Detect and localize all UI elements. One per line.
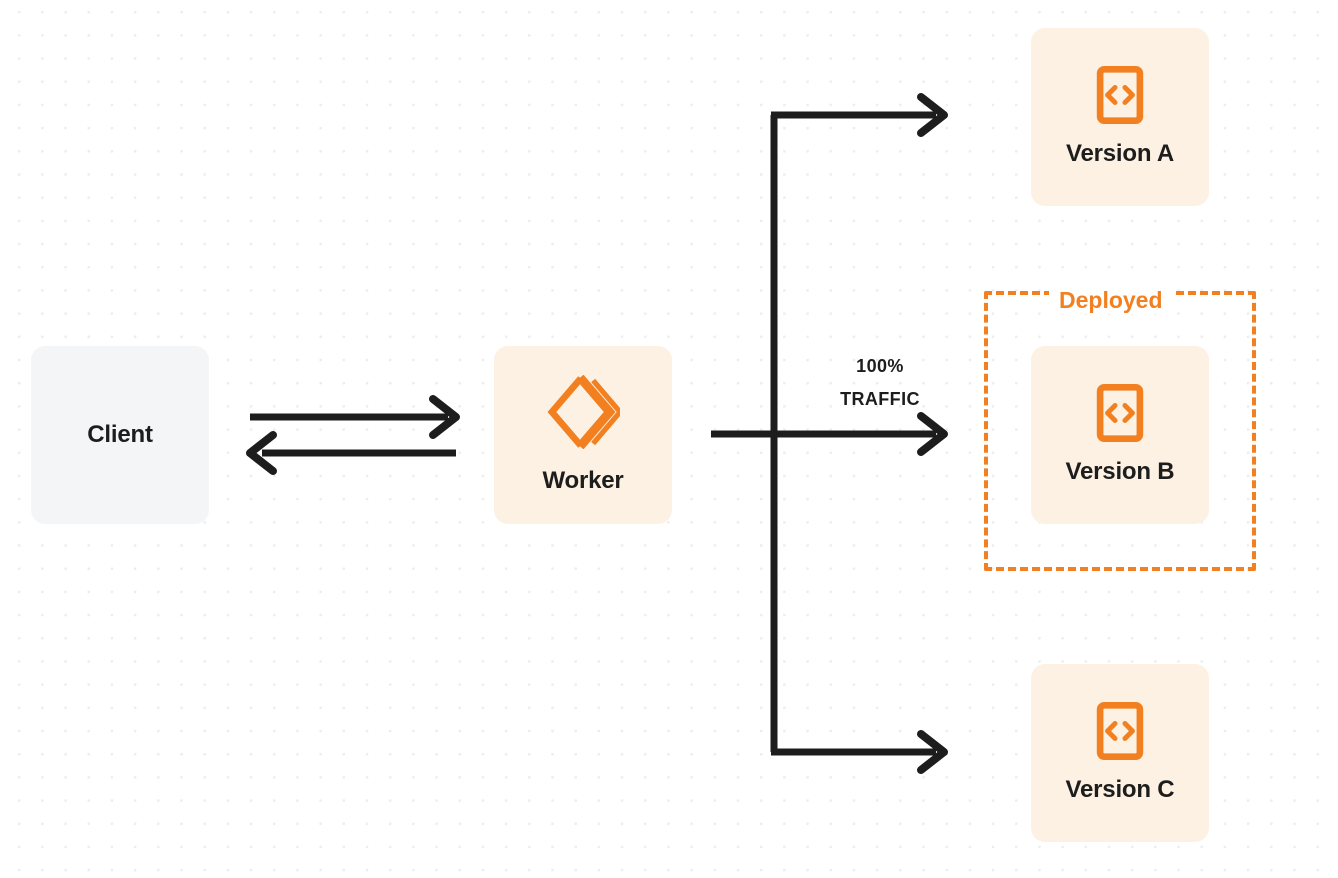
traffic-annotation: 100% TRAFFIC	[790, 350, 970, 416]
arrow-worker-to-version-b	[711, 412, 948, 456]
node-client-label: Client	[87, 421, 153, 448]
arrow-worker-to-version-c	[771, 730, 948, 774]
node-version-c-label: Version C	[1065, 776, 1175, 803]
node-client[interactable]: Client	[31, 346, 209, 524]
node-worker[interactable]: Worker	[494, 346, 672, 524]
node-version-b[interactable]: Version B	[1031, 346, 1209, 524]
deployed-group-label: Deployed	[1049, 286, 1173, 314]
code-document-icon	[1091, 702, 1149, 760]
node-version-a[interactable]: Version A	[1031, 28, 1209, 206]
node-version-c[interactable]: Version C	[1031, 664, 1209, 842]
code-document-icon	[1091, 384, 1149, 442]
code-document-icon	[1091, 66, 1149, 124]
node-worker-label: Worker	[542, 467, 624, 494]
traffic-percent: 100%	[856, 356, 904, 376]
cloudflare-workers-logo-icon	[546, 375, 620, 449]
node-version-b-label: Version B	[1065, 458, 1175, 485]
arrow-client-to-worker	[250, 395, 460, 439]
arrow-worker-to-client	[246, 431, 456, 475]
traffic-caption: TRAFFIC	[840, 389, 920, 409]
node-version-a-label: Version A	[1065, 140, 1175, 167]
arrow-worker-to-version-a	[771, 93, 948, 137]
